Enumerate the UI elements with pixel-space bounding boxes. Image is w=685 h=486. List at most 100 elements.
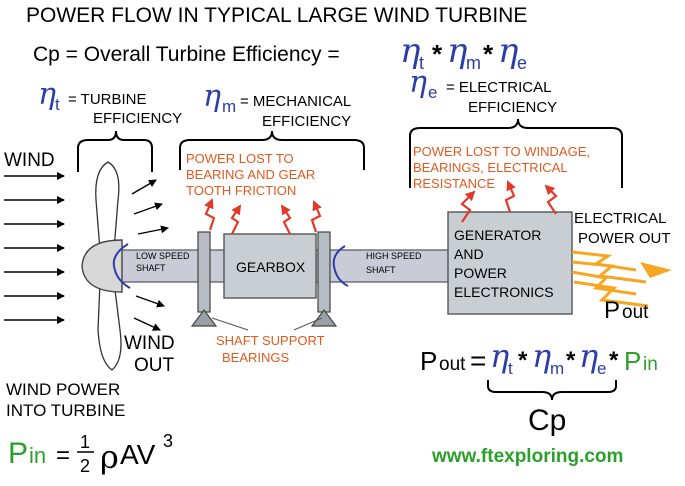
wind-label: WIND [4, 150, 55, 171]
svg-text:EFFICIENCY: EFFICIENCY [93, 110, 182, 127]
eta-m-symbol: η [447, 31, 468, 71]
upper-blade [95, 161, 120, 251]
svg-text:AV: AV [120, 439, 156, 470]
svg-text:1: 1 [80, 432, 90, 452]
svg-text:BEARINGS, ELECTRICAL: BEARINGS, ELECTRICAL [413, 160, 568, 175]
svg-text:POWER OUT: POWER OUT [578, 230, 671, 247]
mechanical-brace [179, 130, 365, 170]
svg-text:LOW SPEED: LOW SPEED [136, 251, 190, 261]
electrical-loss-arrows [460, 180, 558, 223]
svg-text:P: P [604, 297, 620, 324]
svg-text:SHAFT: SHAFT [136, 263, 166, 273]
svg-text:RESISTANCE: RESISTANCE [413, 176, 495, 191]
eta-e-symbol: η [498, 31, 519, 71]
svg-text:BEARINGS: BEARINGS [222, 350, 290, 365]
electrical-power-out-label: ELECTRICAL POWER OUT [574, 210, 671, 247]
turbine-brace [77, 130, 153, 172]
svg-text:TOOTH FRICTION: TOOTH FRICTION [186, 183, 296, 198]
svg-text:out: out [622, 302, 649, 323]
svg-text:e: e [597, 359, 606, 378]
hub [81, 239, 123, 293]
svg-text:OUT: OUT [134, 355, 175, 376]
svg-text:= TURBINE: = TURBINE [68, 91, 147, 108]
wind-out-label: WIND OUT [124, 333, 175, 376]
svg-text:P: P [8, 437, 28, 470]
bearing-left [190, 231, 218, 327]
gearbox-label: GEARBOX [236, 259, 306, 275]
website-link[interactable]: www.ftexploring.com [431, 446, 623, 467]
svg-text:in: in [29, 443, 46, 468]
svg-text:ELECTRICAL: ELECTRICAL [574, 210, 667, 227]
bearing-right [310, 231, 338, 327]
svg-text:EFFICIENCY: EFFICIENCY [262, 113, 351, 130]
svg-text:AND: AND [454, 246, 484, 262]
low-speed-rotation-icon [112, 243, 131, 289]
svg-text:P: P [420, 346, 437, 376]
diagram-title: POWER FLOW IN TYPICAL LARGE WIND TURBINE [26, 4, 527, 27]
electrical-losses-text: POWER LOST TO WINDAGE, BEARINGS, ELECTRI… [413, 144, 590, 191]
svg-text:HIGH SPEED: HIGH SPEED [366, 251, 422, 261]
svg-text:BEARING AND GEAR: BEARING AND GEAR [186, 167, 315, 182]
svg-text:η: η [579, 337, 598, 375]
svg-text:= ELECTRICAL: = ELECTRICAL [446, 79, 551, 96]
mechanical-efficiency-label: η m = MECHANICAL EFFICIENCY [203, 79, 351, 130]
svg-text:e: e [428, 83, 437, 102]
rotor [81, 161, 123, 371]
svg-text:= MECHANICAL: = MECHANICAL [240, 93, 351, 110]
svg-text:η: η [38, 77, 56, 112]
svg-text:η: η [490, 337, 509, 375]
svg-text:η: η [203, 79, 221, 114]
electrical-brace [409, 118, 623, 188]
svg-text:POWER LOST TO: POWER LOST TO [186, 151, 294, 166]
svg-text:2: 2 [80, 456, 90, 476]
svg-text:m: m [550, 359, 564, 378]
cp-label: Cp [528, 404, 566, 437]
svg-text:η: η [409, 65, 427, 100]
gearbox [223, 233, 317, 299]
high-speed-shaft-label: HIGH SPEED SHAFT [366, 251, 422, 275]
svg-text:GENERATOR: GENERATOR [454, 227, 541, 243]
cp-formula-label: Cp = Overall Turbine Efficiency = [33, 43, 340, 66]
lower-blade [97, 281, 122, 371]
mechanical-losses-text: POWER LOST TO BEARING AND GEAR TOOTH FRI… [186, 151, 315, 198]
svg-text:POWER LOST TO WINDAGE,: POWER LOST TO WINDAGE, [413, 144, 590, 159]
svg-text:WIND POWER: WIND POWER [6, 380, 120, 399]
svg-text:POWER: POWER [454, 265, 507, 281]
wind-in-arrows [4, 172, 65, 324]
svg-text:SHAFT: SHAFT [366, 265, 396, 275]
electrical-efficiency-label: η e = ELECTRICAL EFFICIENCY [409, 65, 557, 116]
cp-brace [487, 380, 617, 401]
svg-text:=: = [56, 442, 70, 469]
mechanical-loss-arrows [204, 198, 322, 235]
generator-box [447, 211, 573, 315]
pin-formula: P in = 1 2 ρ AV 3 [8, 431, 173, 476]
svg-text:INTO TURBINE: INTO TURBINE [6, 401, 125, 420]
svg-text:out: out [439, 354, 466, 375]
svg-text:EFFICIENCY: EFFICIENCY [468, 99, 557, 116]
lightning-bolt-icon [571, 250, 672, 308]
svg-text:*: * [432, 39, 443, 69]
eta-t-symbol: η [400, 31, 421, 71]
svg-text:t: t [508, 359, 513, 378]
svg-text:SHAFT SUPPORT: SHAFT SUPPORT [216, 333, 325, 348]
high-speed-rotation-icon [332, 245, 349, 287]
svg-text:e: e [517, 53, 527, 73]
turbine-efficiency-label: η t = TURBINE EFFICIENCY [38, 77, 182, 127]
svg-text:*: * [518, 347, 528, 374]
wind-power-into-label: WIND POWER INTO TURBINE [6, 380, 125, 420]
svg-text:P: P [624, 346, 641, 376]
svg-text:t: t [55, 95, 60, 114]
low-speed-shaft-label: LOW SPEED SHAFT [136, 251, 190, 273]
svg-text:ρ: ρ [100, 438, 119, 476]
svg-text:η: η [532, 337, 551, 375]
svg-text:=: = [470, 345, 486, 376]
pout-label: P out [604, 297, 649, 324]
svg-text:*: * [566, 347, 576, 374]
svg-text:*: * [609, 347, 619, 374]
svg-text:m: m [222, 97, 236, 116]
svg-text:m: m [466, 53, 481, 73]
svg-text:WIND: WIND [124, 333, 175, 354]
pout-formula: P out = η t * η m * η e * P in [420, 337, 658, 378]
